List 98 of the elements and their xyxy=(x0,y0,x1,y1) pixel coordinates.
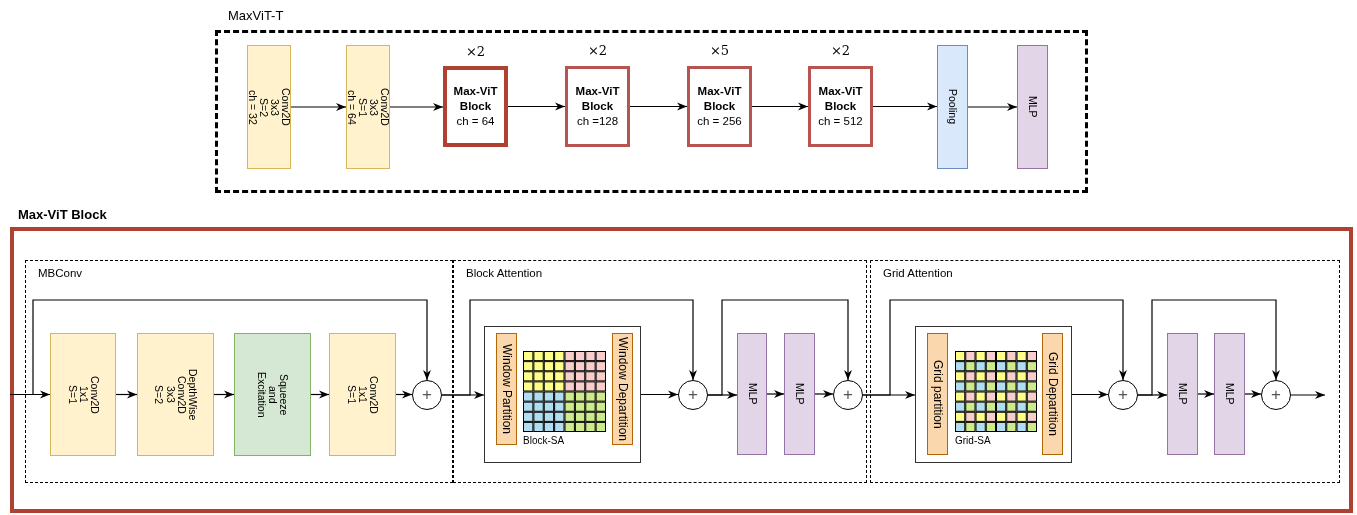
plus-sign: + xyxy=(1271,385,1281,405)
mlp-box xyxy=(1214,333,1245,455)
channel-label: ch = 256 xyxy=(697,113,742,129)
arrow xyxy=(32,299,431,396)
arrow xyxy=(1071,390,1109,399)
grid-caption: Block-SA xyxy=(523,435,565,446)
channel-label: ch = 64 xyxy=(456,113,495,129)
arrow xyxy=(872,102,938,111)
partition-box xyxy=(1042,333,1063,455)
layer-label: S=1 xyxy=(66,385,78,404)
arrow xyxy=(1197,390,1215,398)
arrow xyxy=(115,390,138,399)
repeat-count: ×5 xyxy=(708,43,731,60)
arrow xyxy=(640,390,679,399)
add-circle xyxy=(412,380,442,410)
mlp-box xyxy=(784,333,815,455)
group-title: MaxViT-T xyxy=(228,8,284,23)
arrow xyxy=(441,299,697,396)
conv-layer-box xyxy=(50,333,116,456)
layer-label: MLP xyxy=(1224,383,1235,405)
repeat-count: ×2 xyxy=(586,43,609,60)
arrow xyxy=(1290,391,1326,399)
arrow xyxy=(1137,299,1280,396)
layer-label: Conv2D xyxy=(368,375,380,414)
arrow xyxy=(310,390,330,399)
conv-layer-box xyxy=(247,45,291,169)
arrow xyxy=(629,102,688,111)
layer-label: S=2 xyxy=(153,385,165,404)
layer-label: DepthWise xyxy=(186,368,198,421)
stage-frame xyxy=(870,260,1340,483)
arrow xyxy=(766,390,785,398)
pooling-box xyxy=(937,45,968,169)
arrow xyxy=(213,390,235,399)
arrow xyxy=(507,102,566,111)
layer-label: Pooling xyxy=(947,89,958,125)
add-circle xyxy=(833,380,863,410)
layer-label: Conv2D xyxy=(175,375,187,414)
layer-label: Squeeze and Excitation xyxy=(256,370,290,420)
layer-label: 1x1 xyxy=(357,386,368,403)
layer-label: S=1 xyxy=(357,97,368,117)
channel-label: ch =128 xyxy=(576,113,619,129)
arrow xyxy=(814,390,834,398)
conv-layer-box xyxy=(329,333,396,456)
arrow xyxy=(290,103,347,111)
add-circle xyxy=(678,380,708,410)
conv-layer-box xyxy=(346,45,390,169)
stage-frame xyxy=(25,260,453,483)
group-title: MBConv xyxy=(38,267,83,279)
layer-label: Grid Departition xyxy=(1046,351,1059,436)
layer-label: Grid partition xyxy=(931,359,944,429)
add-circle xyxy=(1108,380,1138,410)
layer-label: Conv2D xyxy=(379,88,391,126)
layer-label: 3x3 xyxy=(269,98,280,116)
repeat-count: ×2 xyxy=(829,43,852,60)
stage-frame xyxy=(453,260,867,483)
plus-sign: + xyxy=(843,385,853,405)
layer-label: ch = 32 xyxy=(246,89,258,125)
arrow xyxy=(751,102,809,111)
layer-label: 3x3 xyxy=(164,386,176,403)
conv-layer-box xyxy=(137,333,214,456)
layer-label: 3x3 xyxy=(368,98,379,116)
layer-label: MLP xyxy=(1027,96,1038,118)
mlp-box xyxy=(737,333,767,455)
plus-sign: + xyxy=(688,385,698,405)
channel-label: ch = 512 xyxy=(818,113,863,129)
repeat-count: ×2 xyxy=(464,44,487,61)
layer-label: 1x1 xyxy=(77,386,89,403)
mlp-box xyxy=(1017,45,1048,169)
plus-sign: + xyxy=(1118,385,1128,405)
group-title: Grid Attention xyxy=(883,267,953,279)
grid-caption: Grid-SA xyxy=(955,435,991,446)
partition-box xyxy=(927,333,948,455)
group-title: Block Attention xyxy=(466,267,543,279)
arrow xyxy=(967,103,1018,111)
layer-label: MLP xyxy=(1177,383,1188,405)
layer-label: MLP xyxy=(794,383,805,405)
layer-label: Window Departition xyxy=(616,336,629,441)
mlp-box xyxy=(1167,333,1198,455)
layer-label: Conv2D xyxy=(88,375,100,414)
arrow xyxy=(1244,390,1262,398)
layer-label: ch = 64 xyxy=(345,89,357,125)
arrow xyxy=(862,299,1127,396)
layer-label: S=2 xyxy=(258,97,269,117)
arrow xyxy=(9,390,51,399)
arrow xyxy=(395,390,413,399)
layer-label: MLP xyxy=(746,383,758,405)
layer-label: Window Partition xyxy=(500,343,513,434)
layer-label: Conv2D xyxy=(280,88,292,126)
attention-box xyxy=(484,326,641,463)
se-layer-box xyxy=(234,333,311,456)
plus-sign: + xyxy=(422,385,432,405)
layer-label: S=1 xyxy=(346,385,357,404)
group-title: Max-ViT Block xyxy=(18,207,107,222)
add-circle xyxy=(1261,380,1291,410)
arrow xyxy=(707,299,852,396)
arrow xyxy=(389,103,444,111)
attention-box xyxy=(915,326,1072,463)
partition-box xyxy=(496,333,517,445)
